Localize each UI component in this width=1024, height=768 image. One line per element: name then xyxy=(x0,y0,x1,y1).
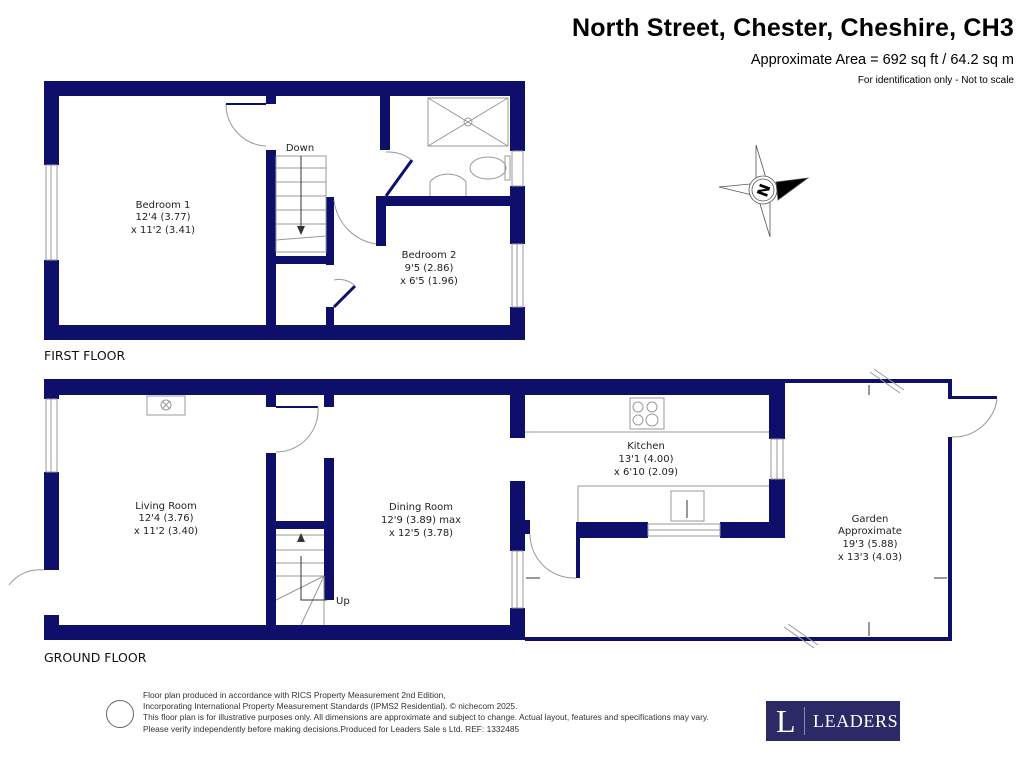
svg-text:12'4 (3.77): 12'4 (3.77) xyxy=(135,212,190,223)
scale-note: For identification only - Not to scale xyxy=(857,75,1014,86)
svg-text:Bedroom 1: Bedroom 1 xyxy=(136,200,191,211)
svg-text:Garden: Garden xyxy=(852,514,889,525)
person-scale-icon xyxy=(106,700,134,728)
room-living-room: Living Room 12'4 (3.76) x 11'2 (3.40) xyxy=(134,501,198,537)
svg-text:x 11'2 (3.41): x 11'2 (3.41) xyxy=(131,225,195,236)
property-title: North Street, Chester, Cheshire, CH3 xyxy=(571,14,1014,42)
svg-text:x 6'10 (2.09): x 6'10 (2.09) xyxy=(614,467,678,478)
ground-floor-fixtures xyxy=(8,368,998,649)
svg-text:Kitchen: Kitchen xyxy=(627,441,665,452)
svg-text:Living Room: Living Room xyxy=(135,501,196,512)
svg-text:13'1 (4.00): 13'1 (4.00) xyxy=(618,454,673,465)
svg-text:12'4 (3.76): 12'4 (3.76) xyxy=(138,513,193,524)
first-floor-walls xyxy=(44,81,525,340)
svg-text:x 11'2 (3.40): x 11'2 (3.40) xyxy=(134,526,198,537)
footer-disclaimer: Floor plan produced in accordance with R… xyxy=(143,690,709,734)
svg-text:x 6'5 (1.96): x 6'5 (1.96) xyxy=(400,276,458,287)
ground-floor-label: GROUND FLOOR xyxy=(44,650,147,665)
approximate-area: Approximate Area = 692 sq ft / 64.2 sq m xyxy=(750,52,1014,68)
svg-text:x 12'5 (3.78): x 12'5 (3.78) xyxy=(389,528,453,539)
north-compass-icon: N xyxy=(718,144,810,238)
svg-text:Approximate: Approximate xyxy=(838,526,902,537)
stairs-down-label: Down xyxy=(286,143,314,154)
room-bedroom-2: Bedroom 2 9'5 (2.86) x 6'5 (1.96) xyxy=(400,250,458,287)
svg-text:19'3 (5.88): 19'3 (5.88) xyxy=(842,539,897,550)
ground-floor-walls xyxy=(44,379,997,641)
stairs-up-arrow-icon xyxy=(297,533,305,542)
svg-text:9'5 (2.86): 9'5 (2.86) xyxy=(405,263,454,274)
svg-text:N: N xyxy=(753,181,774,199)
room-dining-room: Dining Room 12'9 (3.89) max x 12'5 (3.78… xyxy=(381,502,461,539)
area-garden: Garden Approximate 19'3 (5.88) x 13'3 (4… xyxy=(838,514,902,563)
svg-text:x 13'3 (4.03): x 13'3 (4.03) xyxy=(838,552,902,563)
svg-text:Dining Room: Dining Room xyxy=(389,502,453,513)
stairs-down-arrow-icon xyxy=(297,226,305,235)
leaders-logo: L LEADERS xyxy=(766,701,900,741)
logo-divider xyxy=(804,707,805,735)
stairs-up-label: Up xyxy=(336,596,350,607)
room-kitchen: Kitchen 13'1 (4.00) x 6'10 (2.09) xyxy=(614,441,678,478)
room-bedroom-1: Bedroom 1 12'4 (3.77) x 11'2 (3.41) xyxy=(131,200,195,236)
first-floor-label: FIRST FLOOR xyxy=(44,348,125,363)
svg-text:12'9 (3.89) max: 12'9 (3.89) max xyxy=(381,515,461,526)
first-floor-fixtures xyxy=(45,97,524,309)
svg-text:Bedroom 2: Bedroom 2 xyxy=(402,250,457,261)
